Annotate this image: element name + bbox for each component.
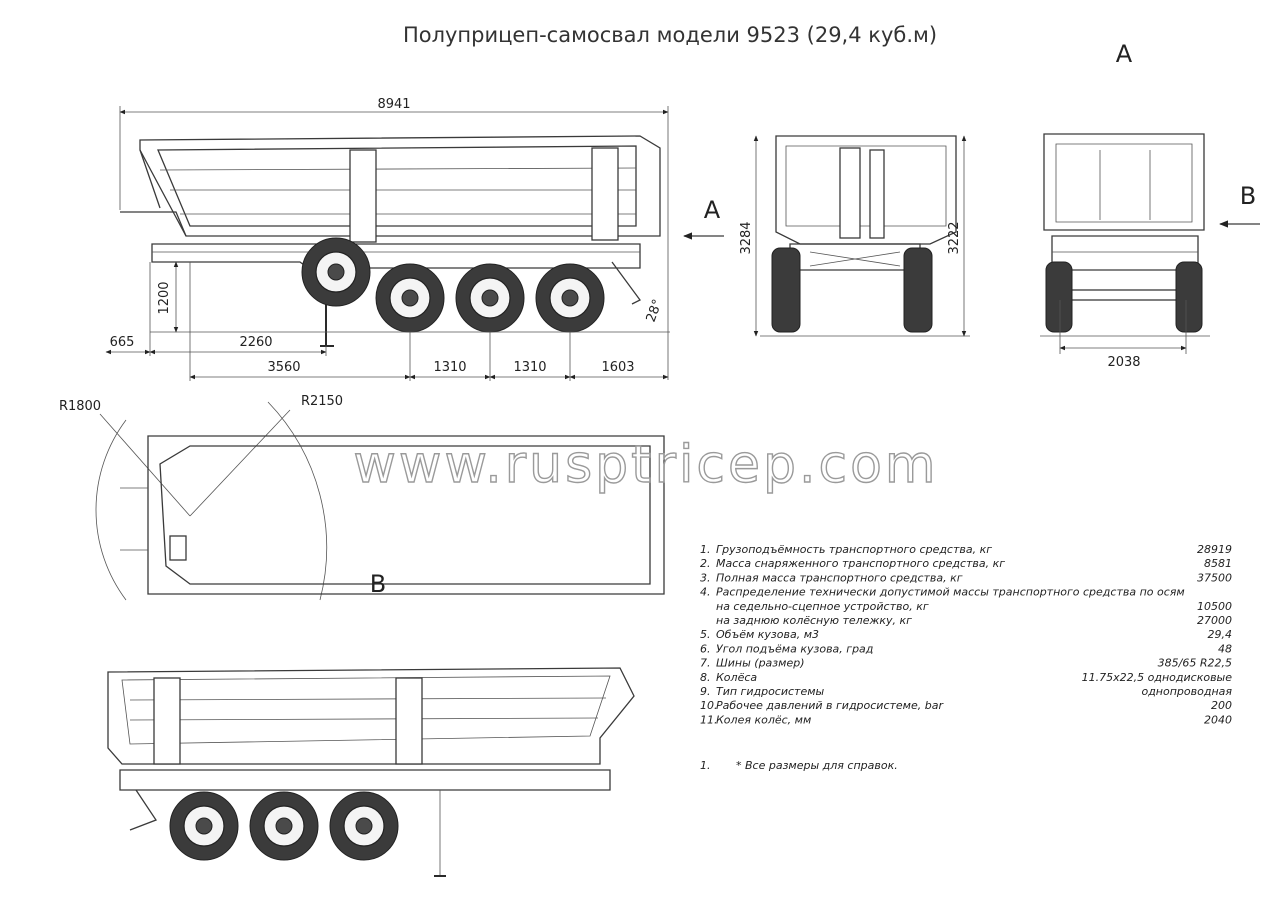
side-wheel-2	[375, 263, 445, 333]
lower-wheel-1	[169, 791, 239, 861]
spec-num: 7.	[700, 657, 711, 670]
top-view: R1800 R2150 B www.rusptricep.com	[59, 394, 938, 601]
lower-wheel-3	[329, 791, 399, 861]
dim-kingpin-to-axle: 3560	[267, 360, 300, 375]
view-b-label: B	[370, 570, 386, 598]
watermark: www.rusptricep.com	[353, 435, 938, 495]
view-a-label: A	[1116, 40, 1133, 68]
spec-num: 2.	[700, 557, 711, 570]
spec-num: 5.	[700, 628, 711, 641]
front-view: A 3284 3222	[739, 40, 1133, 337]
dim-angle: 28°	[644, 297, 666, 324]
dim-front-height-left: 3284	[739, 221, 754, 254]
spec-value: 28919	[1197, 543, 1232, 556]
dim-radius-1800: R1800	[59, 399, 101, 414]
spec-num: 3.	[700, 571, 711, 584]
footnote-num: 1.	[700, 759, 711, 772]
spec-label: Шины (размер)	[716, 657, 805, 670]
side-view: 8941	[105, 97, 724, 381]
side-wheel-1	[301, 237, 371, 307]
spec-value: 48	[1218, 642, 1232, 655]
spec-num: 6.	[700, 642, 711, 655]
spec-num: 4.	[700, 586, 711, 599]
view-b-arrow-label: B	[1240, 182, 1256, 210]
spec-num: 10.	[700, 699, 718, 712]
spec-value: 10500	[1197, 600, 1232, 613]
side-wheel-3	[455, 263, 525, 333]
dim-front-height-right: 3222	[947, 221, 962, 254]
dim-height-1200: 1200	[157, 281, 172, 314]
dim-rear-overhang: 1603	[601, 360, 634, 375]
spec-label: Тип гидросистемы	[716, 685, 825, 698]
spec-label: Угол подъёма кузова, град	[716, 642, 873, 655]
footnote-text: * Все размеры для справок.	[736, 759, 898, 772]
lower-side-view	[107, 667, 635, 877]
spec-value: 8581	[1204, 557, 1232, 570]
spec-value: 11.75x22,5 однодисковые	[1082, 671, 1233, 684]
lower-wheel-2	[249, 791, 319, 861]
spec-label: на заднюю колёсную тележку, кг	[716, 614, 912, 627]
dim-axle-spacing-1: 1310	[433, 360, 466, 375]
spec-label: Распределение технически допустимой масс…	[716, 586, 1185, 599]
spec-value: однопроводная	[1141, 685, 1232, 698]
spec-value: 37500	[1197, 571, 1232, 584]
spec-value: 385/65 R22,5	[1158, 657, 1232, 670]
spec-list: 1. Грузоподъёмность транспортного средств…	[700, 543, 1232, 726]
spec-num: 9.	[700, 685, 711, 698]
rear-view: B 2038	[1040, 133, 1260, 370]
spec-num: 1.	[700, 543, 711, 556]
dim-axle-spacing-2: 1310	[513, 360, 546, 375]
spec-label: на седельно-сцепное устройство, кг	[716, 600, 929, 613]
spec-label: Полная масса транспортного средства, кг	[716, 571, 963, 584]
side-wheel-4	[535, 263, 605, 333]
spec-label: Объём кузова, м3	[716, 628, 819, 641]
dim-radius-2150: R2150	[301, 394, 343, 409]
spec-value: 27000	[1197, 614, 1232, 627]
dim-front-overhang: 665	[110, 335, 135, 350]
spec-num: 11.	[700, 713, 718, 726]
spec-num: 8.	[700, 671, 711, 684]
spec-label: Масса снаряженного транспортного средств…	[716, 557, 1005, 570]
drawing-title: Полуприцеп-самосвал модели 9523 (29,4 ку…	[403, 23, 937, 47]
spec-label: Колёса	[716, 671, 757, 684]
spec-value: 2040	[1204, 713, 1232, 726]
spec-value: 200	[1211, 699, 1232, 712]
dim-track-width: 2038	[1107, 355, 1140, 370]
spec-label: Грузоподъёмность транспортного средства,…	[716, 543, 992, 556]
view-a-arrow-label: A	[704, 196, 721, 224]
spec-label: Колея колёс, мм	[716, 713, 811, 726]
spec-label: Рабочее давлений в гидросистеме, bar	[716, 699, 944, 712]
dim-overall-length: 8941	[377, 97, 410, 112]
dim-kingpin-to-support: 2260	[239, 335, 272, 350]
spec-value: 29,4	[1208, 628, 1233, 641]
